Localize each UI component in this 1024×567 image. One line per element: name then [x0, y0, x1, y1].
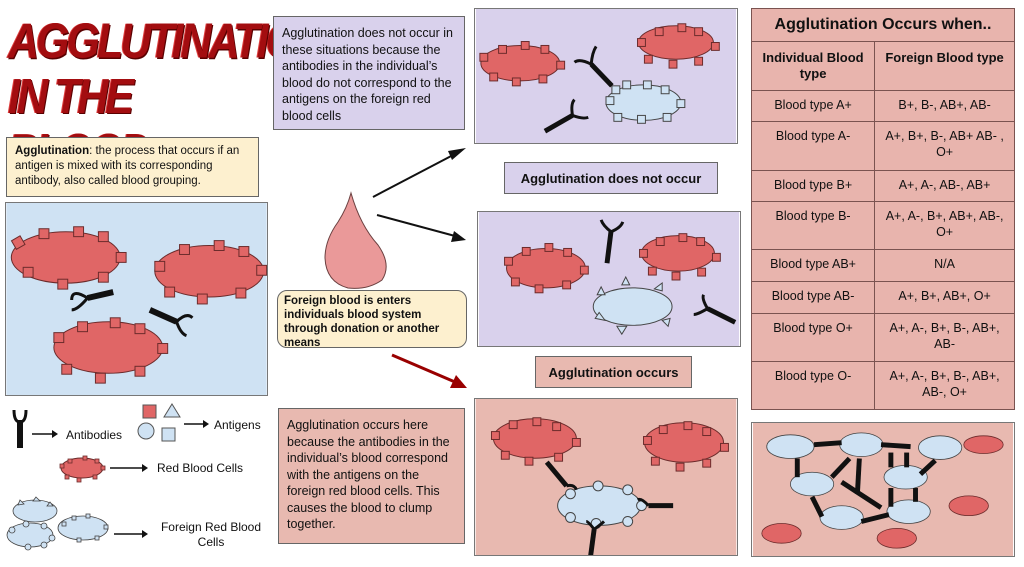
table-cell: A+, B+, B-, AB+ AB- , O+ [874, 121, 1015, 171]
red-blood-cell [504, 243, 589, 294]
agglutination-panel [474, 398, 738, 556]
legend-antibodies-label: Antibodies [66, 428, 123, 442]
antibody-links [794, 440, 937, 524]
blood-drop-icon [324, 191, 387, 289]
foreign-red-blood-cells-icon [6, 496, 109, 551]
arrow-icon [32, 430, 58, 438]
arrow-to-occurs [391, 353, 467, 388]
foreign-red-blood-cell [766, 432, 963, 530]
table-cell: B+, B-, AB+, AB- [874, 90, 1015, 122]
clumping-panel [751, 422, 1015, 557]
table-cell: Blood type AB- [750, 281, 876, 314]
red-blood-cell [637, 23, 720, 69]
arrows-and-drop [324, 148, 467, 388]
red-blood-cell [490, 417, 581, 466]
table-cell: A+, A-, B+, AB+, AB-, O+ [874, 201, 1015, 250]
arrow-icon [110, 464, 148, 472]
table-title: Agglutination Occurs when.. [751, 8, 1015, 42]
table-cell: Blood type O- [750, 361, 876, 410]
table-row: Blood type O-A+, A-, B+, B-, AB+, AB-, O… [750, 361, 1015, 410]
table-row: Blood type B-A+, A-, B+, AB+, AB-, O+ [750, 201, 1015, 250]
arrow-icon [184, 420, 209, 428]
arrow-to-not-occur-bottom [376, 214, 466, 242]
agglutination-occurs-label: Agglutination occurs [535, 356, 692, 388]
foreign-red-blood-cell [605, 80, 686, 124]
legend-antigens-label: Antigens [214, 418, 261, 432]
table-cell: Blood type B- [750, 201, 876, 250]
table-cell: Blood type AB+ [750, 249, 876, 282]
definition-box: Agglutination: the process that occurs i… [6, 137, 259, 197]
table-row: Blood type A-A+, B+, B-, AB+ AB- , O+ [750, 121, 1015, 171]
definition-text: : the process that occurs if an antigen … [15, 145, 240, 187]
occurs-explanation: Agglutination occurs here because the an… [278, 408, 465, 544]
red-blood-cell-icon [59, 455, 106, 483]
table-cell: A+, B+, AB+, O+ [874, 281, 1015, 314]
agglutination-not-occur-label: Agglutination does not occur [504, 162, 718, 194]
table-cell: N/A [874, 249, 1015, 282]
table-row: Blood type AB-A+, B+, AB+, O+ [750, 281, 1015, 314]
antibody-icon [148, 307, 194, 338]
red-blood-cell [10, 226, 127, 290]
title-line-1: AGGLUTINATION [8, 14, 327, 70]
arrow-icon [114, 530, 148, 538]
red-blood-cell [154, 240, 267, 305]
antibody-icon [693, 294, 737, 325]
table-row: Blood type B+A+, A-, AB-, AB+ [750, 170, 1015, 202]
red-blood-cell [53, 317, 169, 384]
legend [6, 403, 209, 551]
individual-blood-panel [5, 202, 268, 396]
definition-term: Agglutination [15, 145, 90, 157]
table-cell: A+, A-, B+, B-, AB+, AB-, O+ [874, 361, 1015, 410]
foreign-red-blood-cell [592, 275, 673, 336]
table-row: Blood type AB+N/A [750, 249, 1015, 282]
table-row: Blood type A+B+, B-, AB+, AB- [750, 90, 1015, 122]
antibody-icon [544, 460, 578, 491]
antibody-icon [543, 98, 589, 134]
agglutination-table: Agglutination Occurs when.. Individual B… [750, 8, 1015, 410]
red-blood-cell [479, 41, 566, 87]
red-blood-cell [639, 233, 721, 281]
antigen-shapes-icon [137, 403, 181, 442]
foreign-red-blood-cell [557, 480, 647, 529]
not-occur-explanation: Agglutination does not occur in these si… [273, 16, 465, 130]
legend-rbc-label: Red Blood Cells [157, 461, 244, 475]
antibody-icon [636, 497, 674, 509]
table-header-individual: Individual Blood type [750, 41, 876, 91]
antibody-icon [70, 289, 114, 312]
foreign-blood-note: Foreign blood is enters individuals bloo… [277, 290, 467, 349]
table-cell: Blood type A+ [750, 90, 876, 122]
table-row: Blood type O+A+, A-, B+, B-, AB+, AB- [750, 313, 1015, 362]
antibody-icon [585, 519, 606, 555]
no-agglutination-panel-2 [477, 211, 741, 347]
table-cell: A+, A-, B+, B-, AB+, AB- [874, 313, 1015, 362]
table-cell: Blood type B+ [750, 170, 876, 202]
table-cell: A+, A-, AB-, AB+ [874, 170, 1015, 202]
no-agglutination-panel-1 [474, 8, 738, 144]
legend-foreign-rbc-label: Foreign Red Blood Cells [160, 520, 262, 549]
red-blood-cell [643, 421, 729, 472]
antibody-icon [599, 219, 625, 264]
table-header-foreign: Foreign Blood type [874, 41, 1015, 91]
red-blood-cell [761, 435, 1004, 549]
table-cell: Blood type O+ [750, 313, 876, 362]
antibody-icon [573, 45, 614, 88]
antibody-icon [12, 409, 28, 448]
table-cell: Blood type A- [750, 121, 876, 171]
arrow-to-not-occur-top [372, 148, 466, 198]
